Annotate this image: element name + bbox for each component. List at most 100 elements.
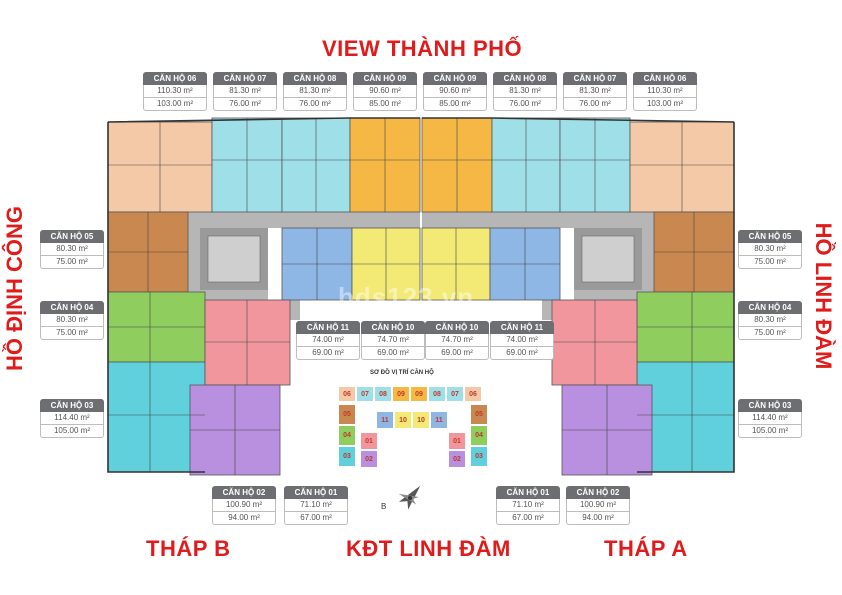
unit-label-area: 67.00 m² [496,512,560,525]
compass [398,485,421,510]
unit-label-title: CĂN HỘ 05 [40,230,104,243]
mini-map-cell: 10 [412,411,430,429]
unit-label-area: 114.40 m² [738,412,802,425]
unit-label-area: 81.30 m² [563,85,627,98]
unit-label-area: 94.00 m² [566,512,630,525]
mini-map-cell: 10 [394,411,412,429]
unit-label-title: CĂN HỘ 07 [563,72,627,85]
mini-map-cell: 08 [428,386,446,402]
mini-map-cell: 07 [356,386,374,402]
mini-map-cell: 06 [464,386,482,402]
heading-center-bottom: KĐT LINH ĐÀM [346,536,511,561]
unit-label-area: 74.70 m² [425,334,489,347]
unit-label-title: CĂN HỘ 10 [361,321,425,334]
unit-label-area: 103.00 m² [143,98,207,111]
mini-map-cell: 01 [360,432,378,450]
unit-label-area: 76.00 m² [213,98,277,111]
mini-map-cell: 08 [374,386,392,402]
unit-label-area: 75.00 m² [738,327,802,340]
mini-map-cell: 09 [392,386,410,402]
unit-label-title: CĂN HỘ 07 [213,72,277,85]
unit-label-title: CĂN HỘ 09 [423,72,487,85]
unit-label-area: 69.00 m² [425,347,489,360]
unit-label-title: CĂN HỘ 08 [283,72,347,85]
mini-map-cell: 05 [338,404,356,425]
unit-label-area: 80.30 m² [738,243,802,256]
unit-label-title: CĂN HỘ 11 [296,321,360,334]
stair-core-left-inner [207,235,261,283]
unit-label-area: 69.00 m² [361,347,425,360]
mini-map-cell: 01 [448,432,466,450]
unit-label-title: CĂN HỘ 02 [212,486,276,499]
unit-label-area: 85.00 m² [423,98,487,111]
unit-label-area: 80.30 m² [738,314,802,327]
outer-walls [107,117,735,473]
unit-label-title: CĂN HỘ 08 [493,72,557,85]
heading-tower-b: THÁP B [146,536,231,561]
unit-label-area: 76.00 m² [283,98,347,111]
unit-label-area: 74.00 m² [490,334,554,347]
unit-label-area: 110.30 m² [633,85,697,98]
mini-map-cell: 02 [448,450,466,468]
unit-label-title: CĂN HỘ 09 [353,72,417,85]
watermark-main: bds123.vn [338,282,475,312]
unit-label-title: CĂN HỘ 01 [496,486,560,499]
unit-label-area: 94.00 m² [212,512,276,525]
room-partitions [108,118,734,475]
unit-label-title: CĂN HỘ 04 [40,301,104,314]
unit-label-area: 100.90 m² [566,499,630,512]
unit-label-area: 81.30 m² [283,85,347,98]
mini-map-cell: 03 [338,446,356,467]
unit-label-area: 90.60 m² [353,85,417,98]
unit-label-title: CĂN HỘ 11 [490,321,554,334]
unit-label-area: 80.30 m² [40,243,104,256]
unit-label-title: CĂN HỘ 06 [633,72,697,85]
unit-label-area: 76.00 m² [563,98,627,111]
unit-label-area: 80.30 m² [40,314,104,327]
unit-label-area: 75.00 m² [40,256,104,269]
unit-label-title: CĂN HỘ 01 [284,486,348,499]
unit-label-area: 74.70 m² [361,334,425,347]
unit-label-area: 105.00 m² [738,425,802,438]
mini-map-cell: 05 [470,404,488,425]
heading-left: HỒ ĐỊNH CÔNG [2,206,27,371]
mini-map-cell: 04 [338,425,356,446]
unit-label-title: CĂN HỘ 06 [143,72,207,85]
unit-label-area: 100.90 m² [212,499,276,512]
unit-label-area: 67.00 m² [284,512,348,525]
unit-label-area: 71.10 m² [496,499,560,512]
heading-top: VIEW THÀNH PHỐ [322,36,523,61]
unit-label-area: 75.00 m² [40,327,104,340]
unit-label-area: 85.00 m² [353,98,417,111]
unit-label-area: 81.30 m² [213,85,277,98]
unit-label-area: 76.00 m² [493,98,557,111]
heading-tower-a: THÁP A [604,536,688,561]
unit-label-title: CĂN HỘ 04 [738,301,802,314]
mini-map-cell: 02 [360,450,378,468]
mini-map-cell: 07 [446,386,464,402]
unit-label-area: 105.00 m² [40,425,104,438]
mini-map-cell: 11 [430,411,448,429]
unit-label-area: 75.00 m² [738,256,802,269]
mini-map-cell: 09 [410,386,428,402]
unit-label-area: 74.00 m² [296,334,360,347]
